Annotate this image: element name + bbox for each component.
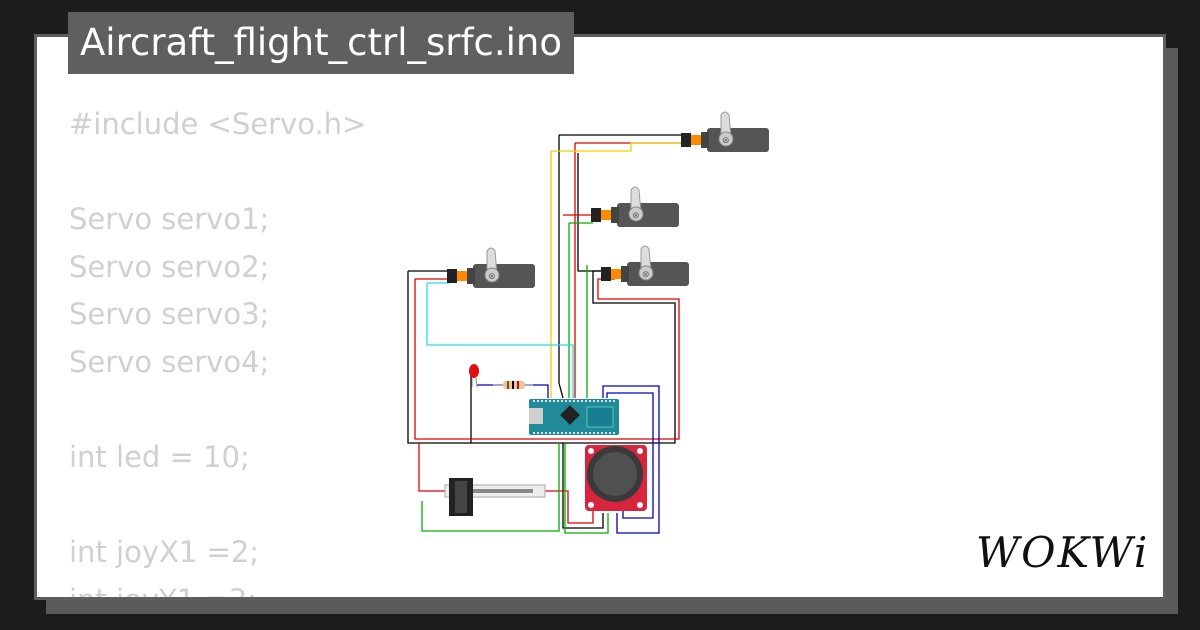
code-preview: #include <Servo.h> Servo servo1; Servo ser… [69,101,367,600]
wire-red [418,443,445,492]
servo-1: ⊗ [681,111,769,152]
slide-potentiometer [444,478,546,516]
code-line: #include <Servo.h> [69,107,367,141]
code-line: Servo servo4; [69,344,270,379]
svg-text:⊗: ⊗ [722,136,730,146]
code-line: int led = 10; [69,440,250,475]
wire-cyan [426,283,574,398]
code-line: Servo servo2; [69,249,270,284]
wire-red [414,278,680,440]
wires [407,134,683,534]
wokwi-logo[interactable]: WOKWi [976,528,1150,577]
circuit-diagram[interactable]: ⊗ ⊗ ⊗ [37,37,1166,600]
wire-black [577,153,603,272]
project-title[interactable]: Aircraft_flight_ctrl_srfc.ino [68,12,574,74]
svg-text:⊗: ⊗ [632,211,640,221]
wire-green [564,443,609,534]
wire-red [543,490,594,524]
wire-green [421,443,560,532]
svg-text:⊗: ⊗ [488,272,496,282]
servo-4: ⊗ [447,247,535,288]
code-line: Servo servo3; [69,297,270,332]
project-card[interactable]: #include <Servo.h> Servo servo1; Servo ser… [34,34,1166,600]
wire-black [558,135,564,399]
servo-3: ⊗ [601,245,689,286]
wire-blue [606,392,654,519]
svg-text:⊗: ⊗ [642,270,650,280]
wire-blue [602,385,660,534]
servo-2: ⊗ [591,186,679,227]
led [469,364,479,388]
wire-black [562,443,604,529]
arduino-nano [529,399,619,435]
joystick [585,445,647,511]
code-line: Servo servo1; [69,202,270,237]
wire-yellow [551,142,683,152]
code-line: int joyY1 =3; [69,582,257,600]
resistor [493,381,533,389]
code-line: int joyX1 =2; [69,535,260,570]
